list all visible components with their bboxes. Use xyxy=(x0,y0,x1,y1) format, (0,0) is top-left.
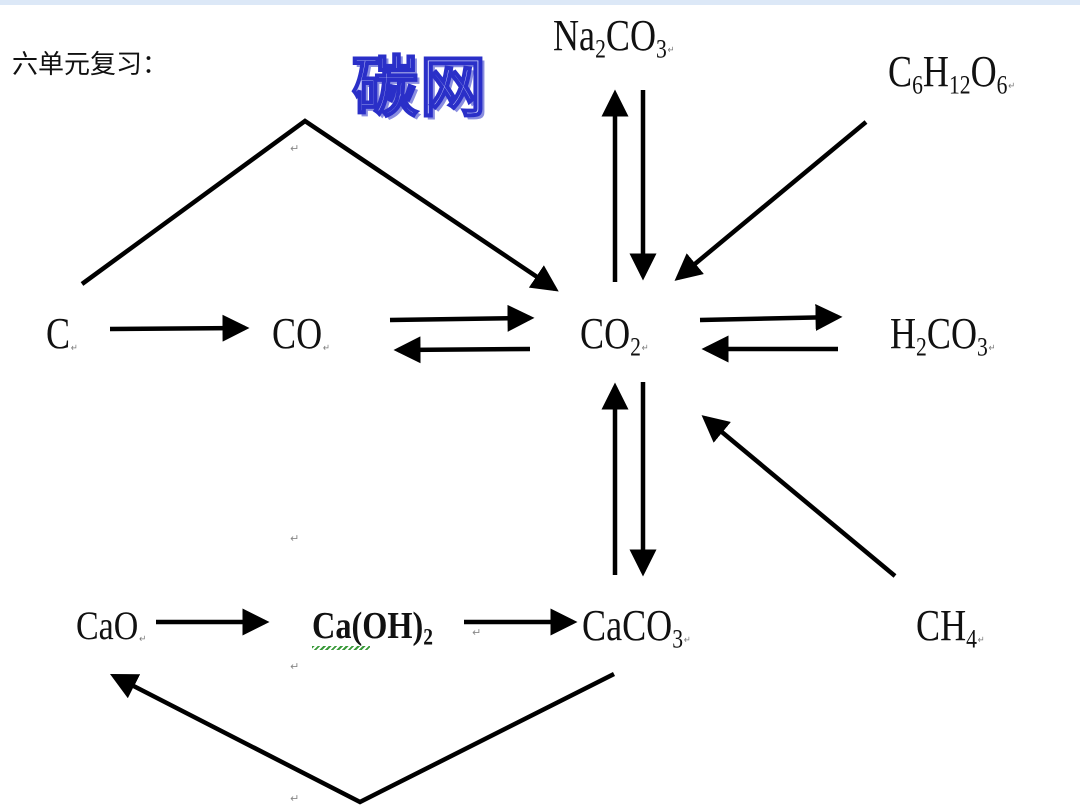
node-c: C↵ xyxy=(46,309,78,358)
arrow-co2-to-co xyxy=(393,336,531,364)
top-bar xyxy=(0,0,1080,5)
return-mark: ↵ xyxy=(1008,81,1016,92)
node-calcium-hydroxide: Ca(OH)2 xyxy=(312,605,433,650)
return-mark: ↵ xyxy=(290,660,300,673)
node-ch4: CH4↵ xyxy=(916,601,985,654)
arrow-co2-to-h2co3 xyxy=(699,303,843,331)
node-co: CO↵ xyxy=(272,309,330,358)
return-mark: ↵ xyxy=(139,634,147,645)
arrow-glucose-to-co2 xyxy=(674,120,868,281)
return-mark: ↵ xyxy=(472,626,482,639)
return-mark: ↵ xyxy=(290,532,300,545)
return-mark: ↵ xyxy=(70,343,78,354)
node-glucose: C6H12O6↵ xyxy=(888,47,1016,100)
arrow-c-to-co2-upper-path xyxy=(80,118,559,292)
arrow-ch4-to-co2 xyxy=(701,415,897,578)
return-mark: ↵ xyxy=(667,45,675,56)
node-na2co3: Na2CO3↵ xyxy=(553,11,675,64)
arrow-co-to-co2 xyxy=(389,304,535,332)
page-title: 六单元复习： xyxy=(12,50,169,80)
return-mark: ↵ xyxy=(641,343,649,354)
return-mark: ↵ xyxy=(977,635,985,646)
node-h2co3: H2CO3↵ xyxy=(890,309,996,362)
return-mark: ↵ xyxy=(290,142,300,155)
return-mark: ↵ xyxy=(988,343,996,354)
arrow-c-to-co xyxy=(109,314,250,342)
node-co2: CO2↵ xyxy=(580,309,649,362)
spellcheck-underline xyxy=(312,646,370,650)
node-caco3: CaCO3↵ xyxy=(582,601,691,654)
return-mark: ↵ xyxy=(322,343,330,354)
return-mark: ↵ xyxy=(290,792,300,805)
carbon-network-logo: 碳网 xyxy=(351,48,488,127)
node-cao: CaO↵ xyxy=(76,603,147,648)
return-mark: ↵ xyxy=(683,635,691,646)
arrow-caco3-to-cao-lower-path xyxy=(109,671,616,805)
